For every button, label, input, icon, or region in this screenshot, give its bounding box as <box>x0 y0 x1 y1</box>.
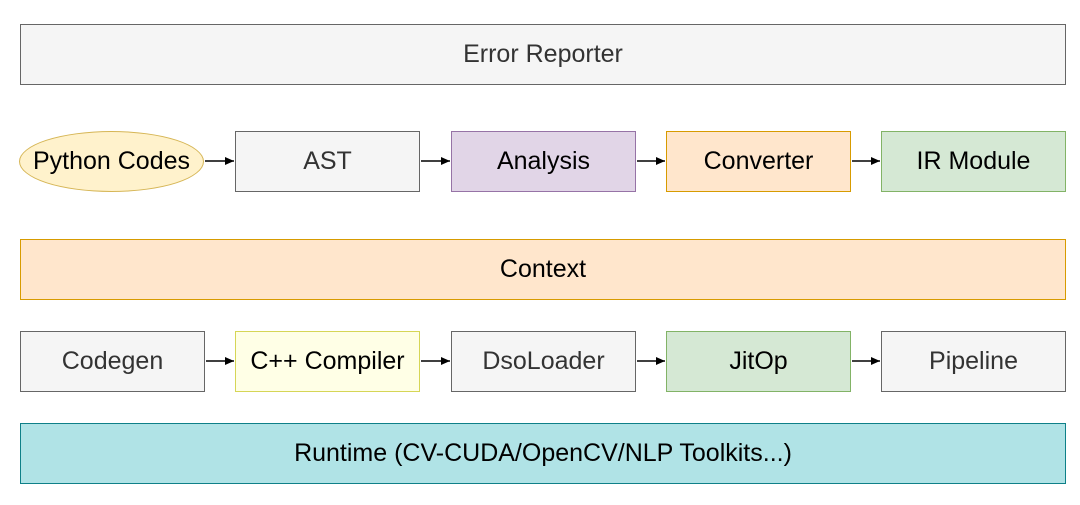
pipeline-node: Pipeline <box>881 331 1066 392</box>
dsoloader-node: DsoLoader <box>451 331 636 392</box>
analysis-node: Analysis <box>451 131 636 192</box>
context-box: Context <box>20 239 1066 300</box>
runtime-box: Runtime (CV-CUDA/OpenCV/NLP Toolkits...) <box>20 423 1066 484</box>
python-codes-label: Python Codes <box>32 147 191 175</box>
python-codes-node: Python Codes <box>19 131 204 192</box>
jitop-label: JitOp <box>729 347 788 375</box>
converter-node: Converter <box>666 131 851 192</box>
analysis-label: Analysis <box>496 147 591 175</box>
context-label: Context <box>499 255 587 283</box>
error-reporter-label: Error Reporter <box>463 40 623 68</box>
converter-label: Converter <box>703 147 814 175</box>
runtime-label: Runtime (CV-CUDA/OpenCV/NLP Toolkits...) <box>294 439 792 467</box>
ast-node: AST <box>235 131 420 192</box>
ast-label: AST <box>303 147 352 175</box>
codegen-label: Codegen <box>61 347 164 375</box>
cpp-compiler-label: C++ Compiler <box>250 347 405 375</box>
error-reporter-box: Error Reporter <box>20 24 1066 85</box>
pipeline-label: Pipeline <box>929 347 1018 375</box>
jitop-node: JitOp <box>666 331 851 392</box>
ir-module-label: IR Module <box>916 147 1031 175</box>
cpp-compiler-node: C++ Compiler <box>235 331 420 392</box>
ir-module-node: IR Module <box>881 131 1066 192</box>
dsoloader-label: DsoLoader <box>482 347 605 375</box>
codegen-node: Codegen <box>20 331 205 392</box>
